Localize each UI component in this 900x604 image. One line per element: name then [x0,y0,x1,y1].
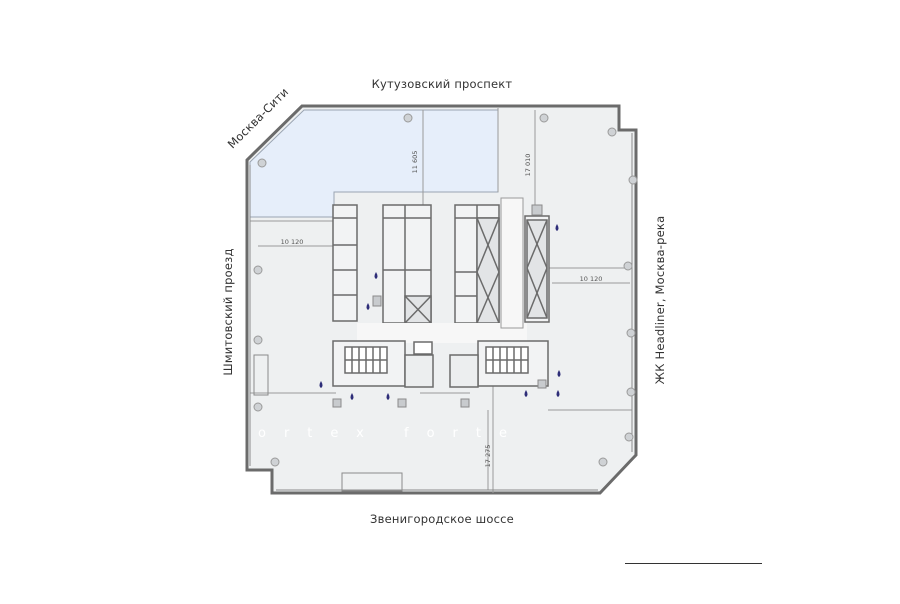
shaft-squares [332,204,547,408]
water-drop-icon [556,390,560,397]
core-corridor-vertical [500,197,524,329]
water-drop-icon [386,393,390,400]
core-lower [332,340,549,388]
core-corridor [357,323,527,343]
dimension-top-right: 17 010 [524,154,532,177]
core-upper [332,204,550,324]
partition-walls [250,108,632,493]
dimension-left: 10 120 [281,238,304,246]
water-drop-icon [350,393,354,400]
water-drop-icon [524,390,528,397]
dimension-bottom: 17 275 [484,445,492,468]
scale-bar [625,563,762,564]
street-label-bottom: Звенигородское шоссе [370,512,514,526]
water-drop-icon [319,381,323,388]
water-drop-icon [374,272,378,279]
facade-details [249,133,633,492]
dimension-top-left: 11 605 [411,151,419,174]
building-outline [245,104,638,495]
water-drop-icon [557,370,561,377]
street-label-top: Кутузовский проспект [371,77,513,91]
water-drop-icons [319,224,561,400]
dimension-right: 10 120 [580,275,603,283]
water-drop-icon [555,224,559,231]
structural-columns [253,113,638,467]
water-drop-icon [366,303,370,310]
watermark: ortex forte [258,426,525,441]
